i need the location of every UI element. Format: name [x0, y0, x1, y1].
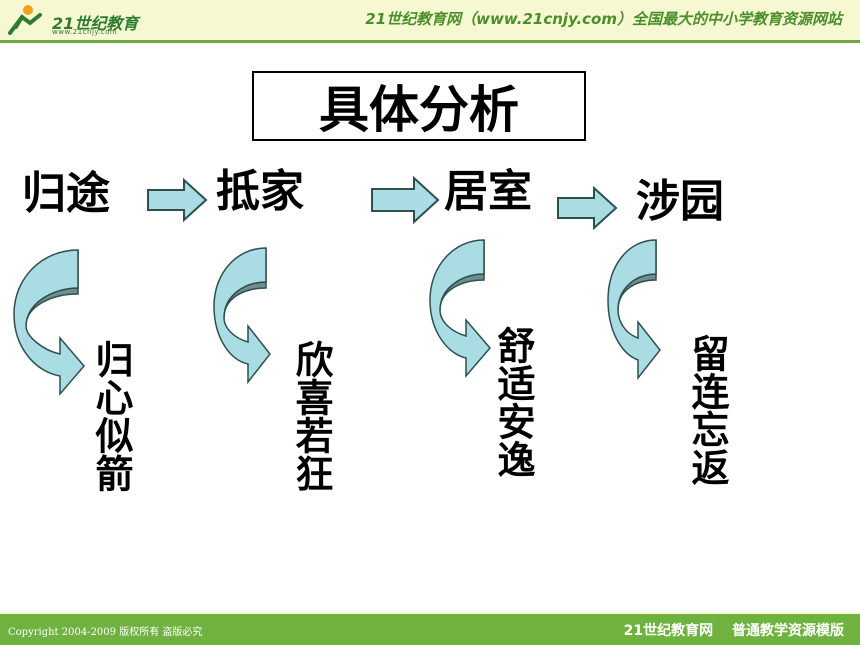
curved-arrow-2	[213, 247, 271, 385]
feeling-text-4: 留连忘返	[685, 334, 729, 486]
footer-copyright: Copyright 2004-2009 版权所有 盗版必究	[8, 627, 203, 638]
feeling-text-3: 舒适安逸	[491, 326, 535, 478]
flow-arrow-1	[147, 178, 208, 222]
slide-title: 具体分析	[252, 71, 586, 141]
logo-text: 21世纪教育	[52, 14, 139, 33]
runner-logo-icon	[8, 5, 42, 35]
stage-label-2: 抵家	[216, 166, 304, 217]
stage-label-4: 涉园	[636, 176, 724, 227]
footer-brand: 21世纪教育网 普通教学资源模版	[623, 623, 844, 639]
header-slogan: 21世纪教育网（www.21cnjy.com）全国最大的中小学教育资源网站	[365, 10, 842, 28]
flow-arrow-2	[371, 176, 440, 224]
feeling-text-1: 归心似箭	[89, 340, 133, 492]
curved-arrow-4	[607, 239, 661, 381]
logo-url: www.21cnjy.com	[52, 28, 118, 36]
stage-label-3: 居室	[444, 166, 532, 217]
curved-arrow-3	[429, 239, 491, 379]
slide-footer: Copyright 2004-2009 版权所有 盗版必究 21世纪教育网 普通…	[0, 612, 860, 645]
feeling-text-2: 欣喜若狂	[289, 340, 333, 492]
stage-label-1: 归途	[22, 168, 110, 219]
flow-arrow-3	[557, 186, 618, 230]
slide-header: 21世纪教育 www.21cnjy.com 21世纪教育网（www.21cnjy…	[0, 0, 860, 43]
curved-arrow-1	[13, 249, 85, 397]
site-logo: 21世纪教育 www.21cnjy.com	[6, 3, 146, 37]
